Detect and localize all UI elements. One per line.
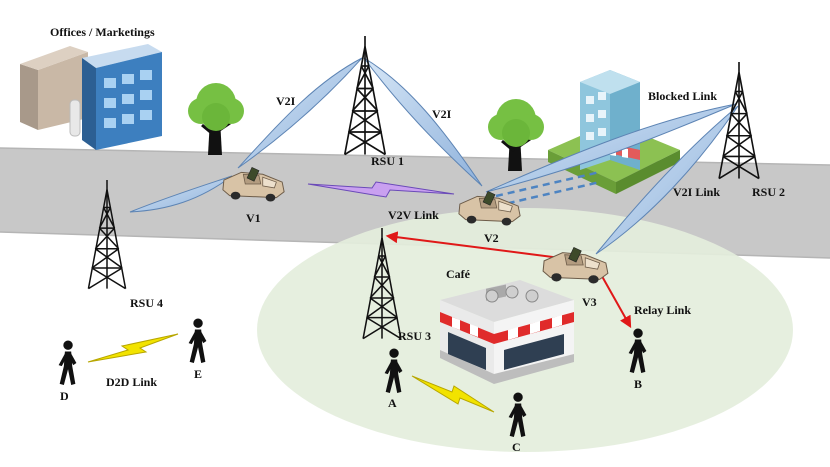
relay-link-label: Relay Link	[634, 303, 692, 317]
v2i-right-label: V2I	[432, 107, 452, 121]
rsu1-label: RSU 1	[371, 154, 405, 168]
v2i-link-label: V2I Link	[673, 185, 721, 199]
offices-building-icon	[20, 44, 162, 150]
rsu3-label: RSU 3	[398, 329, 432, 343]
pedestrian-a-label: A	[388, 396, 397, 410]
tree-left-icon	[186, 81, 246, 157]
beam-rsu1-v2	[363, 57, 483, 187]
pedestrian-d-icon	[58, 340, 77, 385]
pedestrian-e-icon	[188, 318, 207, 363]
beam-v1-rsu1	[237, 57, 363, 169]
d2d-link-zigzag-icon	[87, 333, 179, 363]
cafe-building-icon	[440, 280, 574, 384]
rsu4-label: RSU 4	[130, 296, 164, 310]
beam-v3-rsu2	[595, 105, 739, 255]
blocked-link-line-1	[495, 170, 601, 198]
v2i-left-label: V2I	[276, 94, 296, 108]
blocked-link-line-2	[495, 180, 601, 208]
cafe-label: Café	[446, 267, 470, 281]
rsu2-label: RSU 2	[752, 185, 786, 199]
pedestrian-c-label: C	[512, 440, 521, 454]
v2-label: V2	[484, 231, 499, 245]
offices-label: Offices / Marketings	[50, 25, 155, 39]
a-c-link-zigzag-icon	[411, 375, 495, 413]
pedestrian-e-label: E	[194, 367, 203, 381]
v2v-link-zigzag-icon	[307, 181, 455, 198]
v2v-link-label: V2V Link	[388, 208, 439, 222]
v3-label: V3	[582, 295, 597, 309]
pedestrian-d-label: D	[60, 389, 69, 403]
rsu1-tower-icon	[343, 36, 387, 156]
v1-label: V1	[246, 211, 261, 225]
blocked-link-label: Blocked Link	[648, 89, 718, 103]
d2d-link-label: D2D Link	[106, 375, 158, 389]
pedestrian-b-label: B	[634, 377, 643, 391]
